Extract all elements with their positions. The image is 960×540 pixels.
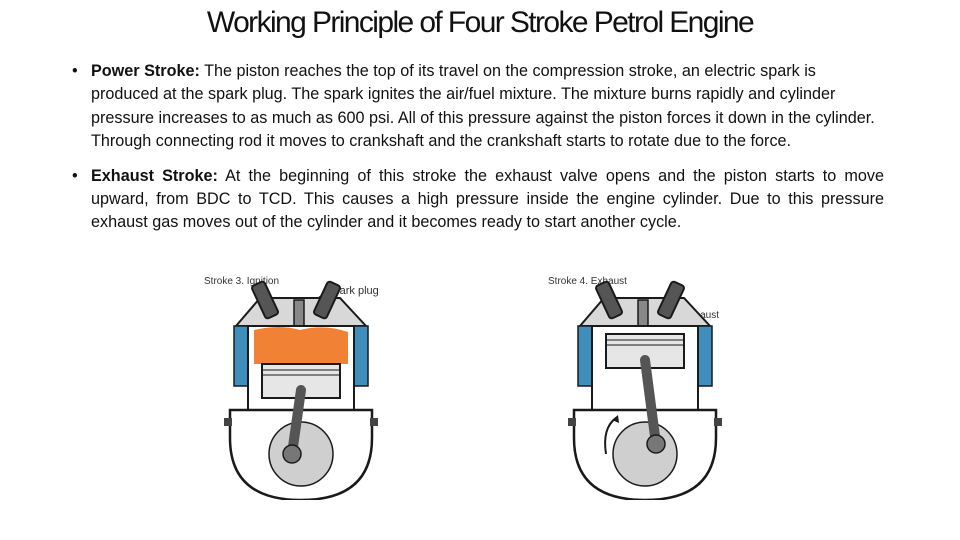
bullet-exhaust-stroke: • Exhaust Stroke: At the beginning of th… [72, 165, 884, 235]
spark-plug-icon [293, 299, 305, 327]
slide-title: Working Principle of Four Stroke Petrol … [206, 6, 755, 39]
bullet-dot: • [72, 166, 78, 185]
spark-plug-icon [637, 299, 649, 327]
bullet-power-stroke: • Power Stroke: The piston reaches the t… [72, 60, 884, 154]
exhaust-stroke-heading: Exhaust Stroke: [91, 166, 218, 185]
exhaust-caption: Stroke 4. Exhaust [548, 276, 627, 287]
exhaust-out-label-1: exhaust [684, 310, 719, 321]
combustion-flame [254, 327, 348, 364]
bullet-dot: • [72, 62, 78, 80]
exhaust-stroke-text: At the beginning of this stroke the exha… [91, 166, 884, 232]
ignition-caption: Stroke 3. Ignition [204, 276, 279, 287]
connecting-rod [640, 355, 661, 449]
power-stroke-text: The piston reaches the top of its travel… [91, 62, 875, 151]
power-stroke-heading: Power Stroke: [91, 62, 200, 80]
exhaust-diagram: Stroke 4. Exhaust exhaust out outlet val… [544, 268, 744, 500]
bullet-list: • Power Stroke: The piston reaches the t… [72, 60, 884, 235]
connecting-rod [287, 385, 306, 459]
ignition-diagram: Stroke 3. Ignition spark plug [200, 268, 400, 500]
